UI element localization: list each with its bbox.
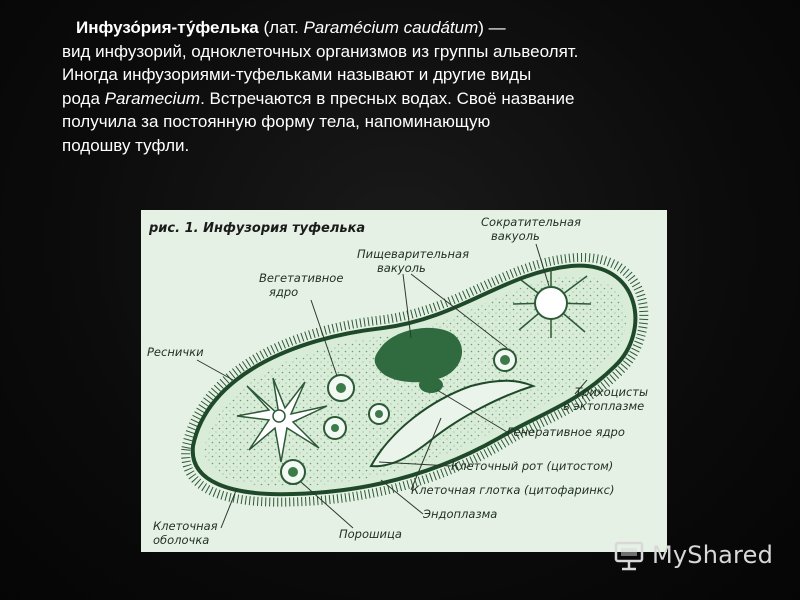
leader-lines bbox=[196, 243, 588, 529]
intro-paragraph: Инфузо́рия-ту́фелька (лат. Paramécium ca… bbox=[62, 16, 722, 158]
label-digestive-1: Пищеварительная bbox=[357, 247, 469, 261]
label-cilia: Реснички bbox=[147, 345, 204, 359]
watermark: MyShared bbox=[612, 538, 773, 572]
label-contractile-1: Сократительная bbox=[481, 215, 581, 229]
generative-nucleus bbox=[419, 377, 443, 393]
genus-name: Paramecium bbox=[104, 88, 201, 108]
label-contractile-2: вакуоль bbox=[491, 229, 540, 243]
intro-line-1: Инфузо́рия-ту́фелька (лат. Paramécium ca… bbox=[62, 16, 722, 40]
label-endoplasm: Эндоплазма bbox=[422, 507, 497, 521]
lat-close: ) — bbox=[478, 18, 506, 37]
line4-pre: рода bbox=[62, 88, 105, 108]
label-trichocysts-1: Трихоцисты bbox=[575, 385, 648, 399]
label-membrane-1: Клеточная bbox=[153, 519, 218, 533]
watermark-text: MyShared bbox=[652, 541, 774, 569]
contractile-vacuole-left bbox=[236, 377, 328, 463]
label-trichocysts-2: в эктоплазме bbox=[563, 399, 644, 413]
pharynx bbox=[369, 379, 536, 468]
title-term: Инфузо́рия-ту́фелька bbox=[76, 18, 259, 37]
label-vegetative-2: ядро bbox=[269, 285, 298, 299]
lat-open: (лат. bbox=[258, 18, 304, 37]
line4-post: . Встречаются в пресных водах. Своё назв… bbox=[200, 88, 575, 108]
intro-line-4: рода Paramecium. Встречаются в пресных в… bbox=[62, 87, 722, 111]
intro-line-3: Иногда инфузориями-туфельками называют и… bbox=[62, 65, 532, 85]
paramecium-diagram: рис. 1. Инфузория туфелька Сократительна… bbox=[147, 215, 649, 547]
label-pore: Порошица bbox=[339, 527, 402, 541]
vegetative-nucleus bbox=[374, 327, 463, 383]
label-digestive-2: вакуоль bbox=[377, 261, 426, 275]
paramecium-figure: рис. 1. Инфузория туфелька Сократительна… bbox=[141, 210, 667, 552]
intro-line-5: получила за постоянную форму тела, напом… bbox=[62, 112, 491, 132]
figure-caption: рис. 1. Инфузория туфелька bbox=[148, 221, 365, 236]
label-pharynx: Клеточная глотка (цитофаринкс) bbox=[411, 483, 615, 497]
contractile-vacuole-right-center bbox=[534, 286, 568, 320]
intro-line-2: вид инфузорий, одноклеточных организмов … bbox=[62, 41, 579, 61]
intro-line-6: подошву туфли. bbox=[62, 135, 190, 155]
latin-name: Paramécium caudátum bbox=[303, 18, 479, 37]
presentation-board-icon bbox=[614, 541, 644, 571]
label-generative: Генеративное ядро bbox=[507, 425, 625, 439]
label-membrane-2: оболочка bbox=[153, 533, 209, 547]
label-cell-mouth: Клеточный рот (цитостом) bbox=[451, 459, 613, 473]
cilia-fringe bbox=[181, 253, 649, 507]
label-vegetative-1: Вегетативное bbox=[259, 271, 343, 285]
